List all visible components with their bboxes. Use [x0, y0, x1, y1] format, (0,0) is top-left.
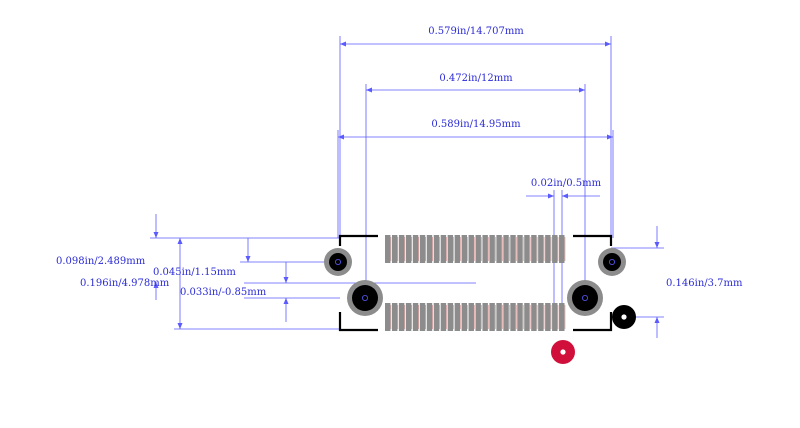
pad-top [468, 235, 474, 263]
pad-top [510, 235, 516, 263]
pad-bottom [510, 303, 516, 331]
dim-overall-width-label: 0.579in/14.707mm [428, 26, 524, 37]
dim-left-height-c: 0.196in/4.978mm [80, 238, 340, 330]
dim-left-height-d-label: 0.033in/-0.85mm [180, 287, 267, 298]
pad-top [385, 235, 391, 263]
pad-bottom [503, 303, 509, 331]
pad-top [426, 235, 433, 263]
dim-pad-span-label: 0.472in/12mm [439, 73, 513, 84]
body-outline [338, 234, 613, 332]
pad-bottom [489, 303, 495, 331]
pad-bottom [531, 303, 537, 331]
pad-top [398, 235, 405, 263]
pad-top [475, 235, 481, 263]
pad-bottom [454, 303, 461, 331]
pad-top [454, 235, 461, 263]
pad-bottom [545, 303, 551, 331]
pad-row-top [385, 235, 566, 263]
pad-bottom [447, 303, 454, 331]
dim-pad-span: 0.472in/12mm [365, 73, 586, 298]
dim-body-width-label: 0.589in/14.95mm [431, 119, 521, 130]
dim-left-height-a: 0.098in/2.489mm [56, 214, 340, 300]
pad-bottom [412, 303, 419, 331]
pad-bottom [426, 303, 433, 331]
pad-bottom [552, 303, 558, 331]
pad-top [552, 235, 558, 263]
pad-top [524, 235, 530, 263]
pad-bottom [385, 303, 391, 331]
dim-left-height-a-label: 0.098in/2.489mm [56, 256, 146, 267]
pad-top [482, 235, 488, 263]
pad-top [419, 235, 426, 263]
pad-top [496, 235, 502, 263]
dim-overall-width: 0.579in/14.707mm [339, 26, 612, 238]
origin-marker [612, 305, 636, 329]
mounting-hole-bottom-right [567, 280, 603, 316]
pin1-marker [551, 340, 575, 364]
dim-left-height-b-label: 0.045in/1.15mm [153, 267, 236, 278]
pad-bottom [440, 303, 447, 331]
pad-top [461, 235, 468, 263]
pad-top [447, 235, 454, 263]
mounting-hole-top-right [598, 248, 626, 276]
pad-bottom [468, 303, 474, 331]
pad-bottom [496, 303, 502, 331]
pad-bottom [419, 303, 426, 331]
pad-top [559, 235, 565, 263]
pad-bottom [398, 303, 405, 331]
pad-top [545, 235, 551, 263]
pad-bottom [433, 303, 440, 331]
pad-bottom [391, 303, 398, 331]
pad-top [538, 235, 544, 263]
dim-pitch-label: 0.02in/0.5mm [531, 178, 602, 189]
pad-top [531, 235, 537, 263]
pad-top [412, 235, 419, 263]
pad-bottom [559, 303, 565, 331]
dim-left-height-b: 0.045in/1.15mm [153, 238, 340, 278]
pad-bottom [517, 303, 523, 331]
pad-bottom [524, 303, 530, 331]
dim-right-height-label: 0.146in/3.7mm [666, 278, 743, 289]
dim-body-width: 0.589in/14.95mm [337, 119, 614, 238]
pad-top [391, 235, 398, 263]
pad-top [517, 235, 523, 263]
pad-top [503, 235, 509, 263]
pad-bottom [482, 303, 488, 331]
pad-top [433, 235, 440, 263]
mounting-hole-top-left [324, 248, 352, 276]
pad-row-bottom [385, 303, 566, 331]
pad-top [440, 235, 447, 263]
mounting-hole-bottom-left [347, 280, 383, 316]
pad-bottom [461, 303, 468, 331]
dim-left-height-c-label: 0.196in/4.978mm [80, 278, 170, 289]
pad-bottom [405, 303, 412, 331]
pad-bottom [475, 303, 481, 331]
pad-top [489, 235, 495, 263]
pad-bottom [538, 303, 544, 331]
pad-top [405, 235, 412, 263]
